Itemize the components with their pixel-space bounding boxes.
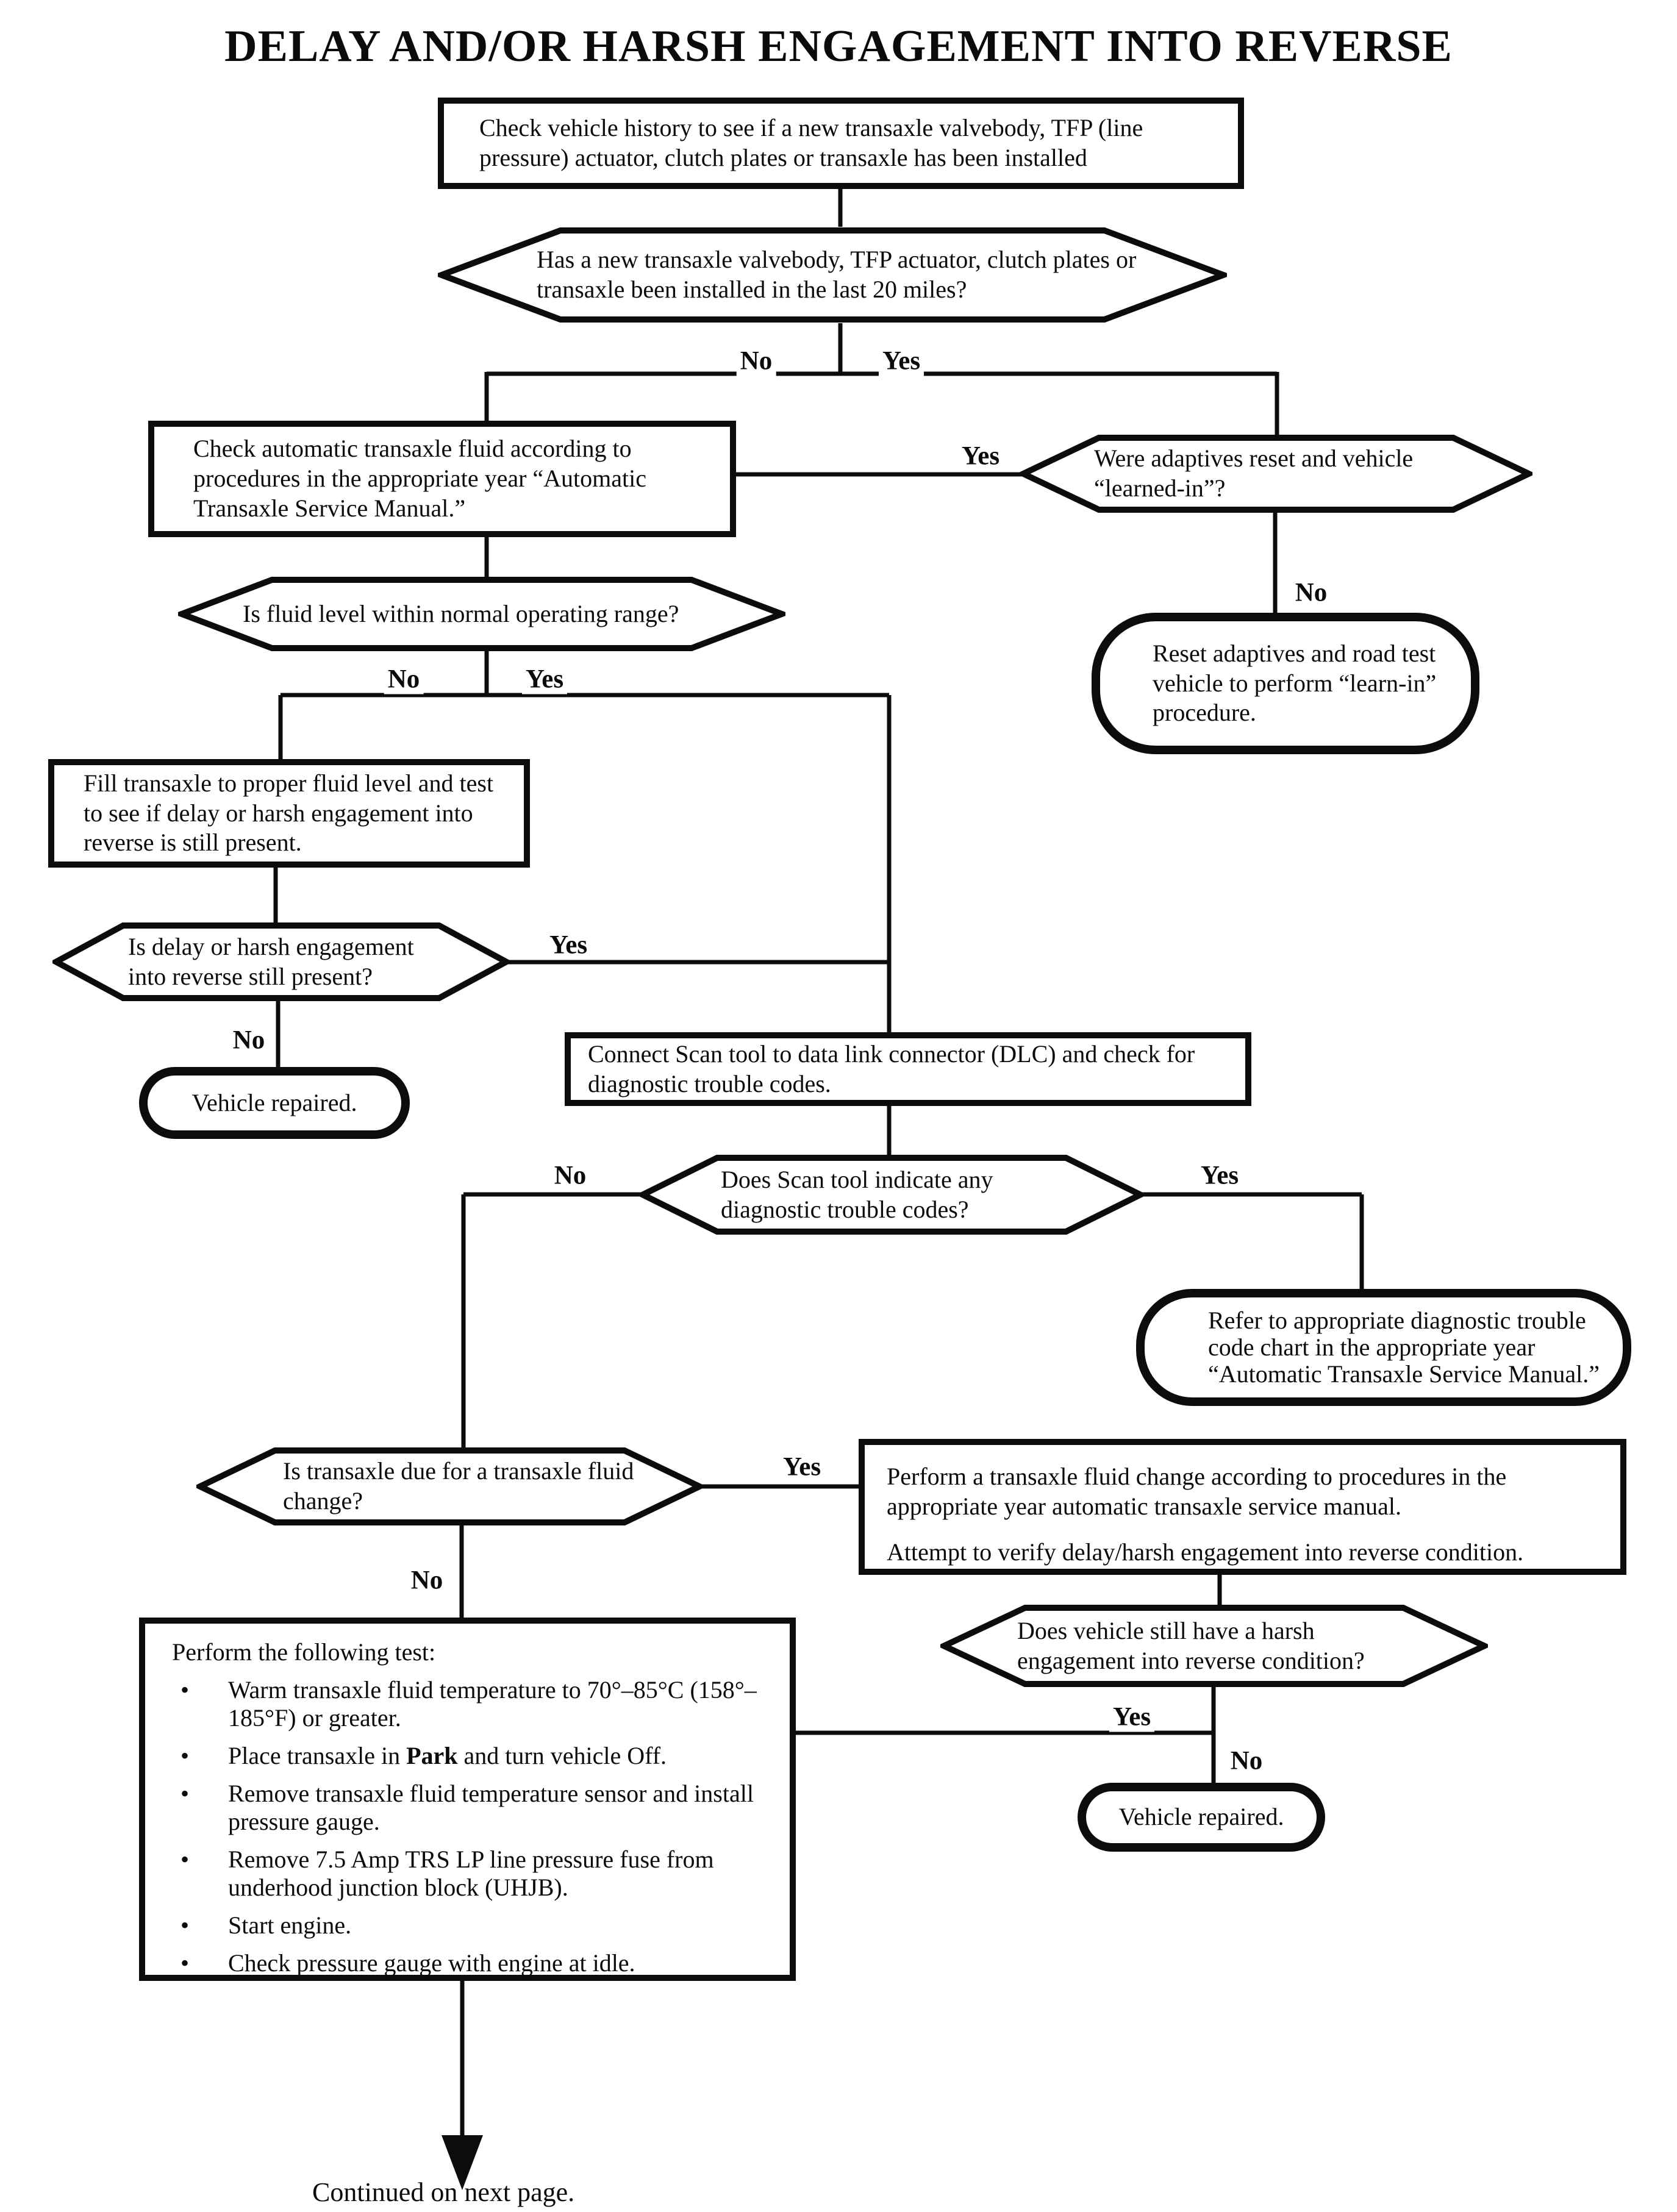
- test-step: • Warm transaxle fluid temperature to 70…: [172, 1676, 775, 1732]
- test-step: • Remove transaxle fluid temperature sen…: [172, 1780, 775, 1836]
- process-connect-scan-tool: Connect Scan tool to data link connector…: [565, 1032, 1251, 1106]
- step-text: Start engine.: [228, 1911, 352, 1939]
- test-intro: Perform the following test:: [172, 1638, 436, 1666]
- process-text: Fill transaxle to proper fluid level and…: [84, 769, 494, 857]
- branch-label-yes: Yes: [521, 664, 568, 694]
- decision-new-parts-installed: Has a new transaxle valvebody, TFP actua…: [438, 227, 1227, 323]
- terminal-text: Refer to appropriate diagnostic trouble …: [1208, 1307, 1600, 1388]
- terminal-text: Vehicle repaired.: [1118, 1803, 1284, 1831]
- process-text: Perform a transaxle fluid change accordi…: [887, 1463, 1507, 1520]
- decision-text: Is fluid level within normal operating r…: [243, 599, 679, 627]
- branch-label-no: No: [1226, 1746, 1267, 1776]
- process-perform-fluid-change: Perform a transaxle fluid change accordi…: [859, 1439, 1626, 1575]
- process-text: Check automatic transaxle fluid accordin…: [193, 435, 647, 522]
- test-step: • Check pressure gauge with engine at id…: [172, 1949, 775, 1977]
- branch-label-yes: Yes: [1196, 1160, 1243, 1191]
- branch-label-no: No: [229, 1025, 269, 1055]
- decision-text: Does Scan tool indicate any diagnostic t…: [721, 1165, 993, 1223]
- terminal-text: Reset adaptives and road test vehicle to…: [1153, 639, 1437, 727]
- terminal-refer-dtc-chart: Refer to appropriate diagnostic trouble …: [1136, 1289, 1631, 1406]
- step-text: Check pressure gauge with engine at idle…: [228, 1949, 635, 1977]
- branch-label-no: No: [1291, 577, 1331, 608]
- branch-label-yes: Yes: [779, 1452, 825, 1482]
- branch-label-yes: Yes: [957, 441, 1004, 471]
- test-step: • Start engine.: [172, 1911, 775, 1939]
- decision-hexagon-shape: [940, 1605, 1488, 1687]
- branch-label-no: No: [384, 664, 424, 694]
- bullet-icon: •: [181, 1846, 190, 1873]
- decision-hexagon-shape: [438, 227, 1227, 323]
- bullet-icon: •: [181, 1949, 190, 1977]
- bullet-icon: •: [181, 1780, 190, 1807]
- continued-note: Continued on next page.: [312, 2177, 575, 2207]
- decision-hexagon-shape: [639, 1155, 1144, 1235]
- decision-text: Is transaxle due for a transaxle fluid c…: [283, 1457, 634, 1515]
- terminal-text: Vehicle repaired.: [191, 1088, 357, 1116]
- terminal-reset-adaptives: Reset adaptives and road test vehicle to…: [1092, 613, 1479, 754]
- branch-label-yes: Yes: [878, 346, 924, 376]
- decision-delay-still-present: Is delay or harsh engagement into revers…: [52, 922, 510, 1002]
- process-text: Attempt to verify delay/harsh engagement…: [887, 1538, 1524, 1566]
- branch-label-no: No: [550, 1160, 590, 1191]
- process-check-atf-fluid: Check automatic transaxle fluid accordin…: [148, 421, 736, 537]
- decision-text: Is delay or harsh engagement into revers…: [128, 932, 414, 990]
- decision-fluid-change-due: Is transaxle due for a transaxle fluid c…: [196, 1447, 703, 1526]
- process-text: Check vehicle history to see if a new tr…: [479, 114, 1143, 171]
- decision-hexagon-shape: [178, 577, 785, 651]
- test-step: • Remove 7.5 Amp TRS LP line pressure fu…: [172, 1846, 775, 1902]
- step-text: Place transaxle in: [228, 1742, 407, 1769]
- decision-fluid-level-in-range: Is fluid level within normal operating r…: [178, 576, 785, 652]
- branch-label-yes: Yes: [1109, 1702, 1155, 1732]
- process-perform-pressure-test: Perform the following test: • Warm trans…: [139, 1618, 796, 1981]
- branch-label-yes: Yes: [545, 930, 592, 960]
- decision-text: Were adaptives reset and vehicle “learne…: [1094, 444, 1414, 502]
- bullet-icon: •: [181, 1676, 190, 1704]
- decision-hexagon-shape: [196, 1447, 703, 1525]
- bullet-icon: •: [181, 1742, 190, 1769]
- process-fill-transaxle: Fill transaxle to proper fluid level and…: [48, 759, 530, 868]
- terminal-vehicle-repaired: Vehicle repaired.: [1078, 1783, 1325, 1852]
- step-text: and turn vehicle Off.: [457, 1742, 667, 1769]
- decision-adaptives-reset: Were adaptives reset and vehicle “learne…: [1020, 434, 1532, 513]
- test-step: • Place transaxle in Park and turn vehic…: [172, 1742, 775, 1770]
- step-text: Remove transaxle fluid temperature senso…: [228, 1780, 754, 1835]
- process-check-vehicle-history: Check vehicle history to see if a new tr…: [438, 98, 1244, 189]
- decision-text: Has a new transaxle valvebody, TFP actua…: [537, 246, 1137, 303]
- branch-label-no: No: [736, 346, 776, 376]
- step-text: Warm transaxle fluid temperature to 70°–…: [228, 1676, 757, 1732]
- decision-hexagon-shape: [52, 922, 510, 1001]
- branch-label-no: No: [407, 1565, 447, 1596]
- terminal-vehicle-repaired: Vehicle repaired.: [139, 1067, 410, 1139]
- decision-still-harsh-engagement: Does vehicle still have a harsh engageme…: [940, 1604, 1488, 1688]
- step-text: Remove 7.5 Amp TRS LP line pressure fuse…: [228, 1846, 714, 1901]
- decision-scan-tool-codes: Does Scan tool indicate any diagnostic t…: [639, 1154, 1144, 1235]
- page-title: DELAY AND/OR HARSH ENGAGEMENT INTO REVER…: [224, 21, 1453, 71]
- bullet-icon: •: [181, 1911, 190, 1939]
- decision-hexagon-shape: [1020, 435, 1532, 513]
- decision-text: Does vehicle still have a harsh engageme…: [1017, 1616, 1365, 1674]
- arrow-down-icon: [442, 2135, 483, 2190]
- step-text-bold: Park: [406, 1742, 458, 1769]
- process-text: Connect Scan tool to data link connector…: [588, 1040, 1195, 1097]
